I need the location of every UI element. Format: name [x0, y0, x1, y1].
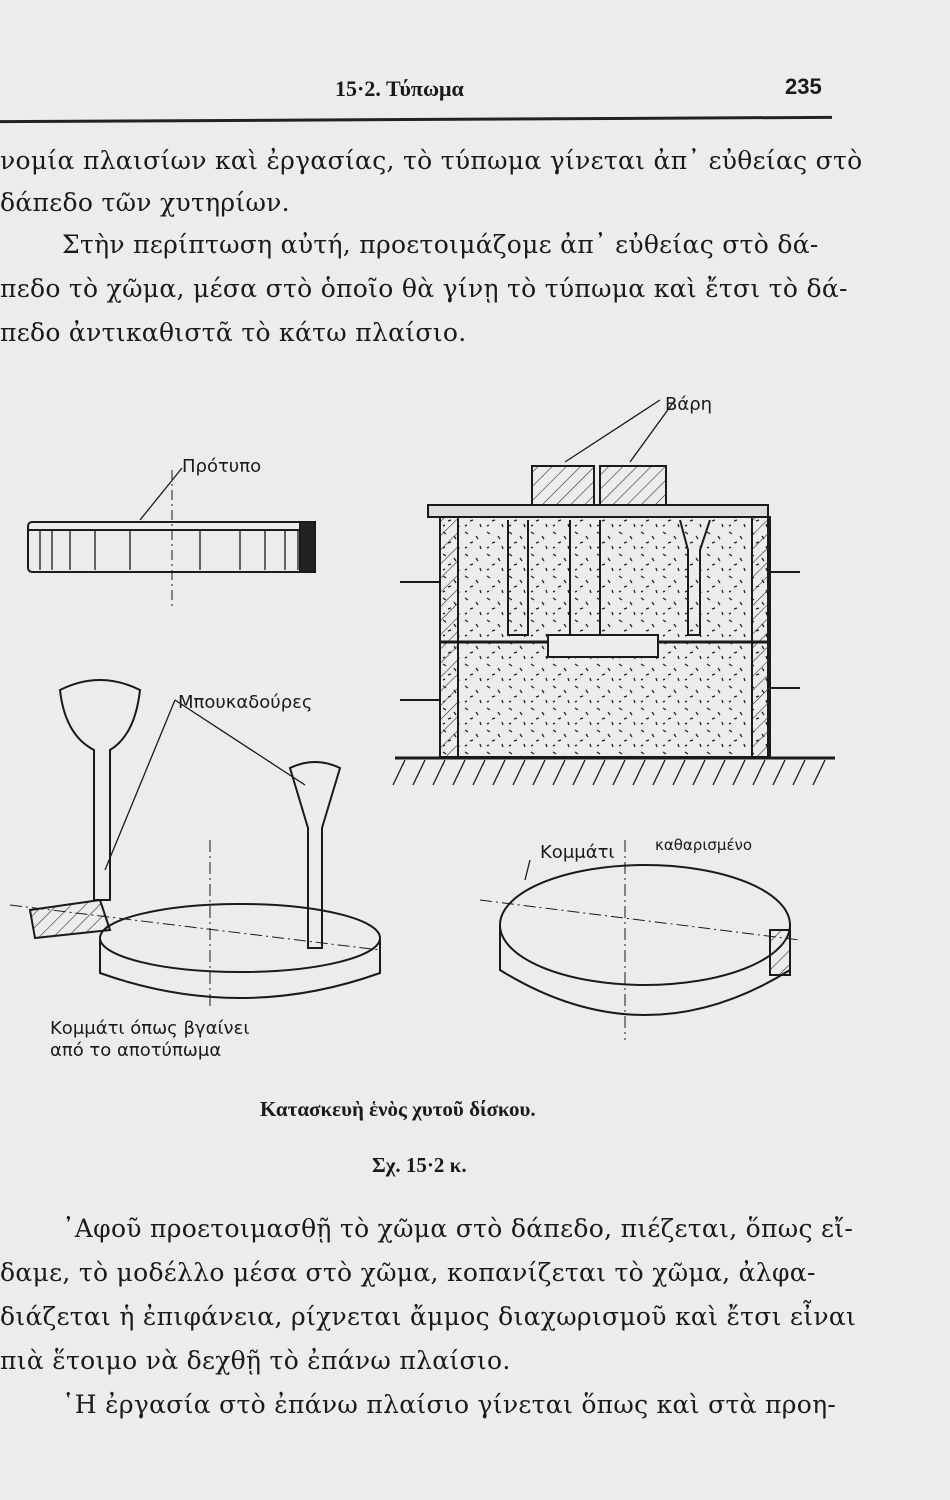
paragraph-line: πιὰ ἕτοιμο νὰ δεχθῇ τὸ ἐπάνω πλαίσιο. [0, 1346, 511, 1375]
paragraph-line: δάπεδο τῶν χυτηρίων. [0, 188, 290, 217]
label-piece-cleaned-2: καθαρισμένο [655, 836, 753, 854]
paragraph-line: διάζεται ἡ ἐπιφάνεια, ρίχνεται ἄμμος δια… [0, 1302, 857, 1331]
label-weights: Βάρη [665, 394, 713, 415]
cleaned-piece-drawing [479, 840, 801, 1040]
figure-number: Σχ. 15·2 κ. [372, 1153, 467, 1177]
running-header: 15·2. Τύπωμα [335, 76, 464, 101]
label-pattern: Πρότυπο [182, 456, 262, 477]
label-piece-cleaned: Κομμάτι [540, 842, 615, 863]
mold-flask-drawing [392, 399, 835, 786]
paragraph-line: πεδο ἀντικαθιστᾶ τὸ κάτω πλαίσιο. [0, 318, 467, 347]
figure-caption: Κατασκευὴ ἑνὸς χυτοῦ δίσκου. [260, 1097, 536, 1121]
paragraph-line: πεδο τὸ χῶμα, μέσα στὸ ὁποῖο θὰ γίνῃ τὸ … [0, 274, 848, 303]
paragraph-line: Στὴν περίπτωση αὐτή, προετοιμάζομε ἀπ᾽ ε… [62, 230, 819, 259]
label-sprues: Μπουκαδούρες [178, 692, 313, 713]
raw-casting-drawing [9, 679, 381, 1010]
page-number: 235 [785, 74, 822, 99]
label-piece-raw-2: από το αποτύπωμα [50, 1040, 222, 1061]
pattern-disc-drawing [27, 467, 316, 610]
paragraph-line: ᾽Αφοῦ προετοιμασθῇ τὸ χῶμα στὸ δάπεδο, π… [62, 1214, 854, 1243]
casting-illustration [9, 399, 835, 1040]
label-piece-raw: Κομμάτι όπως βγαίνει [50, 1018, 250, 1039]
paragraph-line: νομία πλαισίων καὶ ἐργασίας, τὸ τύπωμα γ… [0, 146, 863, 175]
paragraph-line: ῾Η ἐργασία στὸ ἐπάνω πλαίσιο γίνεται ὅπω… [62, 1390, 837, 1419]
paragraph-line: δαμε, τὸ μοδέλλο μέσα στὸ χῶμα, κοπανίζε… [0, 1258, 816, 1287]
